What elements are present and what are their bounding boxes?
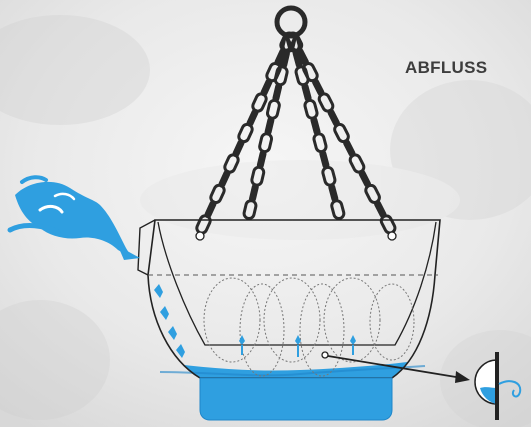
- overflow-port: [322, 352, 328, 358]
- basket-base: [200, 378, 392, 420]
- outflow-label: ABFLUSS: [405, 58, 487, 78]
- attachment-hole-right: [388, 232, 396, 240]
- attachment-hole-left: [196, 232, 204, 240]
